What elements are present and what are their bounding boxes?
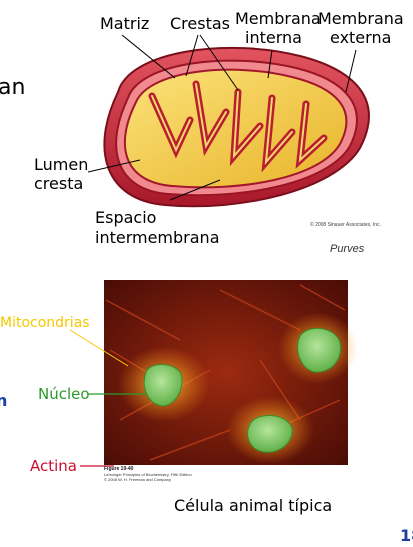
label-matriz: Matriz [100, 14, 150, 33]
micrograph-caption: Célula animal típica [174, 496, 333, 515]
credit-purves: Purves [330, 243, 365, 255]
figure-caption-1: Figure 19-40 [104, 466, 134, 472]
figure-caption-3: © 2008 W. H. Freeman and Company [104, 477, 171, 482]
label-crestas: Crestas [170, 14, 230, 33]
label-espacio-1: Espacio [95, 208, 157, 227]
label-membrana-interna-1: Membrana [235, 9, 321, 28]
leader-lines [87, 34, 357, 201]
label-mitocondrias: Mitocondrias [0, 315, 90, 331]
label-lumen-1: Lumen [34, 155, 89, 174]
label-membrana-externa-1: Membrana [318, 9, 404, 28]
label-actina: Actina [30, 457, 77, 475]
label-membrana-interna-2: interna [245, 28, 302, 47]
figure-caption-2: Lehninger Principles of Biochemistry, Fi… [104, 472, 192, 477]
label-nucleo: Núcleo [38, 385, 90, 403]
leader-mitocondrias [69, 329, 129, 367]
label-membrana-externa-2: externa [330, 28, 392, 47]
label-lumen-2: cresta [34, 174, 84, 193]
left-edge-mark: n [0, 391, 8, 410]
nucleus-2 [297, 327, 342, 373]
mitochondrion-illustration [87, 34, 370, 208]
nucleus-3 [247, 415, 293, 453]
left-edge-text: an [0, 75, 26, 100]
page-number: 18 [400, 526, 413, 545]
label-espacio-2: intermembrana [95, 228, 220, 247]
copyright-note: © 2008 Sinauer Associates, Inc. [310, 222, 381, 228]
nucleus-1 [143, 364, 183, 407]
